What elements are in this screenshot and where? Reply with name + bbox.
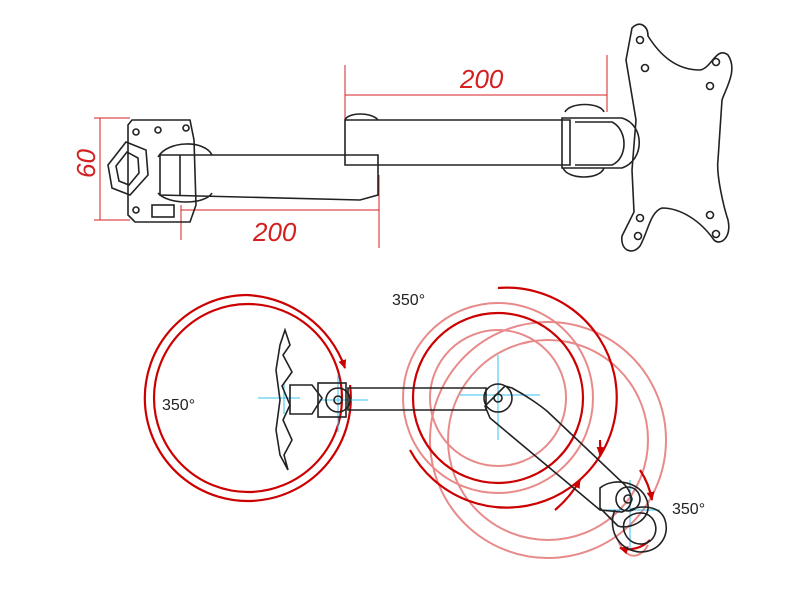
top-view	[143, 286, 667, 559]
rotation-label-elbow: 350°	[392, 292, 425, 309]
upper-arm	[344, 103, 641, 178]
rotation-labels: 350° 350° 350°	[162, 292, 705, 518]
vesa-plate	[621, 23, 733, 252]
dimension-labels: 200 200 60	[71, 64, 504, 247]
side-view	[94, 23, 733, 252]
rotation-label-head: 350°	[672, 501, 705, 518]
dimension-lines	[94, 55, 608, 248]
rotation-label-wall: 350°	[162, 397, 195, 414]
dimension-label-height: 60	[71, 149, 101, 178]
rotation-circles-faded	[402, 302, 667, 559]
lower-arm	[157, 143, 379, 203]
dimension-label-lower: 200	[252, 217, 297, 247]
wall-plate	[107, 119, 197, 223]
rotation-circles	[143, 286, 655, 555]
dimension-label-upper: 200	[459, 64, 504, 94]
arm-top-outline	[275, 327, 667, 553]
